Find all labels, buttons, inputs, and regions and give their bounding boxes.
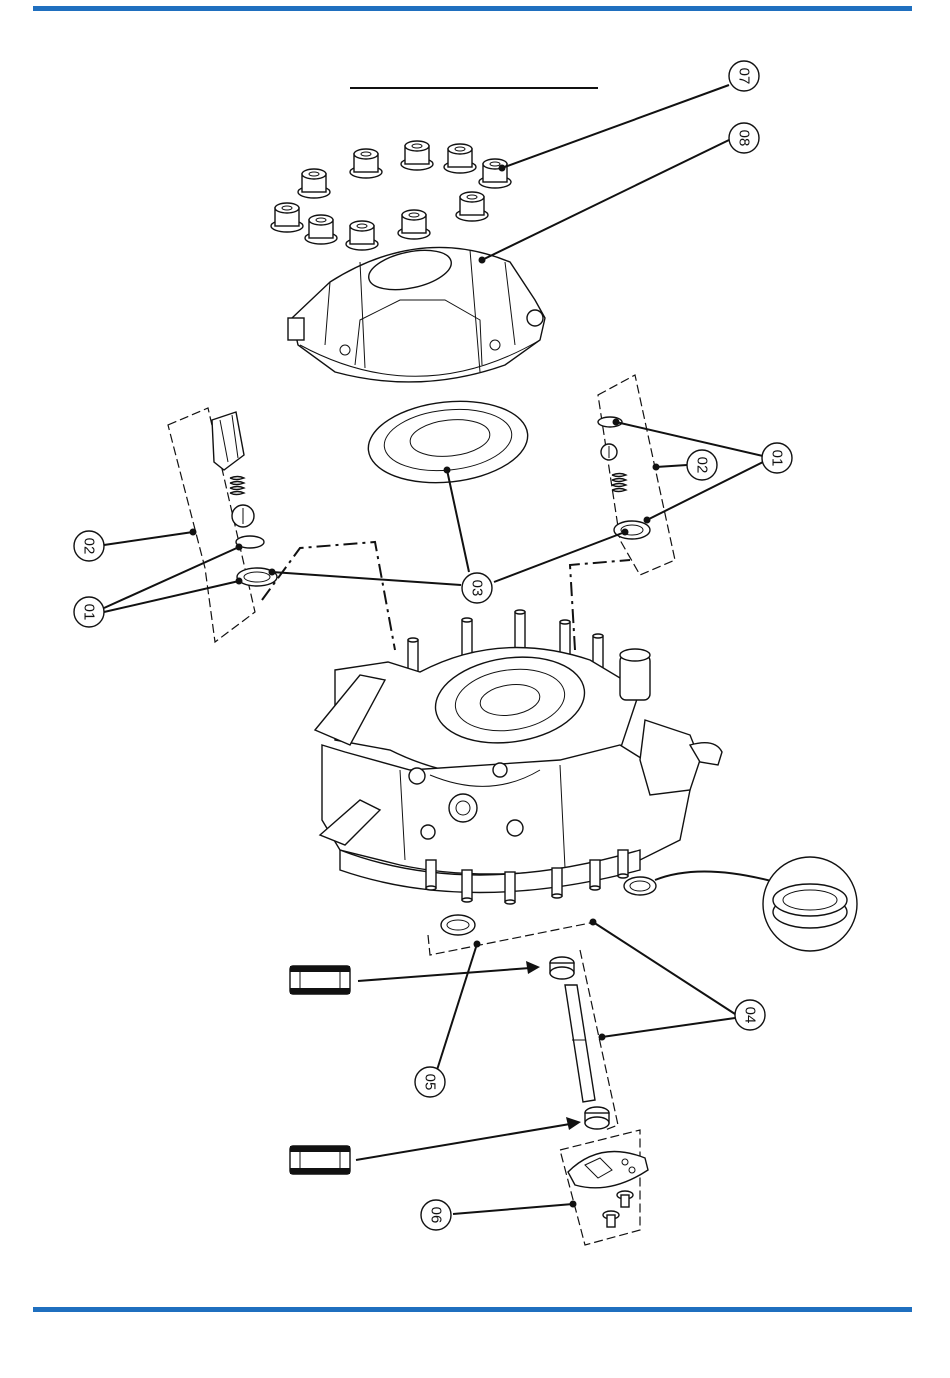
left-valve-group [168, 408, 277, 642]
pump-body [315, 610, 722, 904]
callout-02-left: 02 [74, 531, 104, 561]
svg-text:02: 02 [81, 538, 98, 555]
callout-07: 07 [729, 61, 759, 91]
callout-08: 08 [729, 123, 759, 153]
callout-01-right: 01 [762, 443, 792, 473]
alignment-line-left [262, 542, 395, 650]
callout-04: 04 [735, 1000, 765, 1030]
arrow-lower-bushing [356, 1124, 570, 1160]
svg-text:05: 05 [422, 1074, 439, 1091]
seal-detail [624, 857, 857, 951]
right-valve-group [598, 375, 675, 575]
screws [603, 1191, 633, 1227]
callout-03: 03 [462, 573, 492, 603]
svg-text:02: 02 [694, 457, 711, 474]
svg-text:01: 01 [81, 604, 98, 621]
bushing-detail-upper [290, 966, 350, 994]
svg-text:04: 04 [742, 1007, 759, 1024]
bottom-rule [33, 1307, 912, 1312]
callout-02-right: 02 [687, 450, 717, 480]
svg-text:06: 06 [428, 1207, 445, 1224]
svg-text:08: 08 [736, 130, 753, 147]
bushing-detail-lower [290, 1146, 350, 1174]
arrowhead-upper [526, 961, 540, 974]
end-plate [568, 1152, 648, 1188]
svg-text:07: 07 [736, 68, 753, 85]
svg-text:03: 03 [469, 580, 486, 597]
pump-cover [288, 244, 545, 382]
cap-nuts [271, 141, 511, 250]
callout-01-left: 01 [74, 597, 104, 627]
lower-oring [441, 915, 475, 935]
callout-05: 05 [415, 1067, 445, 1097]
arrow-upper-bushing [358, 968, 530, 981]
callout-06: 06 [421, 1200, 451, 1230]
arrowhead-lower [566, 1117, 581, 1130]
svg-text:01: 01 [769, 450, 786, 467]
